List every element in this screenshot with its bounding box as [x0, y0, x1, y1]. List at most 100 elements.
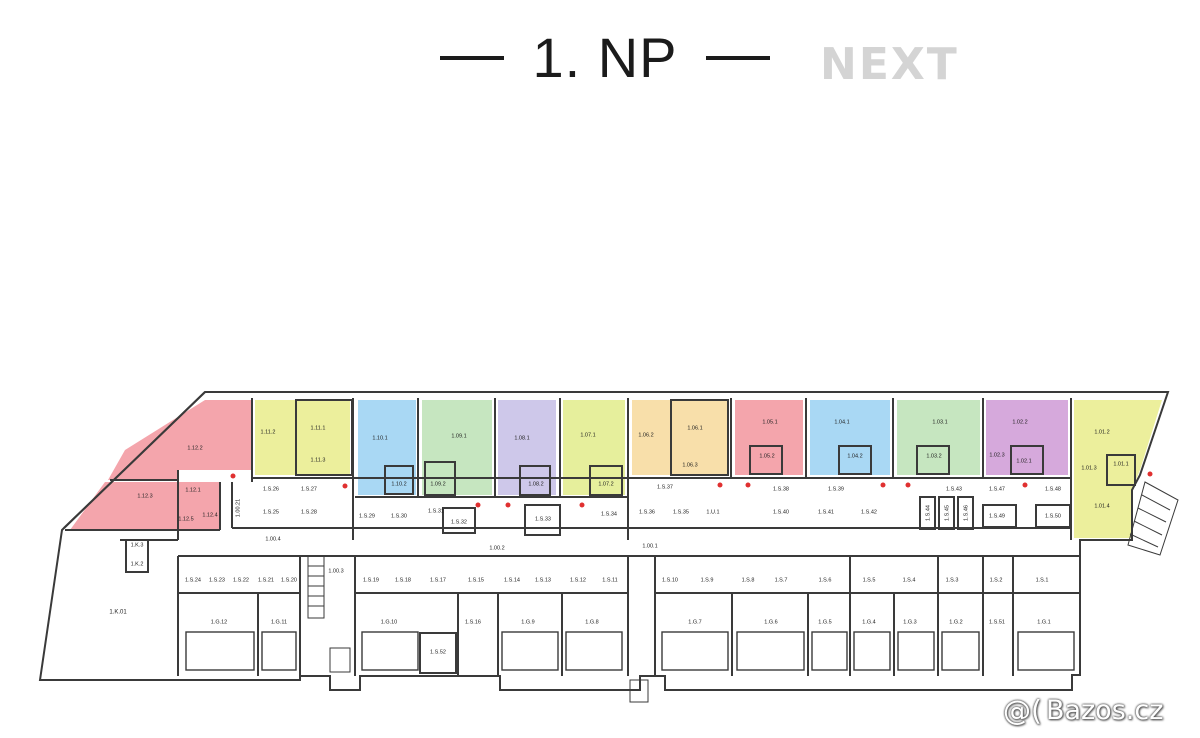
room-label: 1.S.1 — [1036, 577, 1049, 583]
room-label: 1.09.2 — [430, 481, 445, 487]
garage-door — [853, 631, 891, 671]
room-label: 1.00.3 — [328, 568, 343, 574]
door-mark — [717, 482, 723, 488]
room-label: 1.G.12 — [211, 619, 228, 625]
room-label: 1.11.2 — [261, 429, 276, 435]
room-label: 1.S.39 — [828, 486, 844, 492]
room-label: 1.G.5 — [818, 619, 831, 625]
garage-door — [1017, 631, 1075, 671]
room-label: 1.11.3 — [311, 457, 326, 463]
room-label: 1.02.2 — [1012, 419, 1027, 425]
room-label: 1.G.6 — [764, 619, 777, 625]
room-label: 1.K.3 — [131, 542, 144, 548]
room-label: 1.12.1 — [185, 487, 200, 493]
stair-step — [1129, 533, 1159, 548]
room-label: 1.S.25 — [263, 509, 279, 515]
apartment-09-fill — [422, 400, 492, 495]
room-label: 1.S.40 — [773, 509, 789, 515]
room-label: 1.S.45 — [944, 505, 950, 521]
watermark-text: Bazos.cz — [1045, 694, 1164, 726]
bathroom-wall — [424, 461, 456, 496]
room-label: 1.00.4 — [265, 536, 280, 542]
room-label: 1.S.49 — [989, 513, 1005, 519]
room-label: 1.S.46 — [963, 505, 969, 521]
apartment-10-fill — [358, 400, 416, 495]
room-label: 1.08.1 — [514, 435, 529, 441]
room-label: 1.S.44 — [925, 505, 931, 521]
room-label: 1.01.3 — [1081, 465, 1096, 471]
room-label: 1.S.2 — [990, 577, 1003, 583]
room-label: 1.11.1 — [311, 425, 326, 431]
room-label: 1.S.28 — [301, 509, 317, 515]
door-mark — [230, 473, 236, 479]
bathroom-wall — [1010, 445, 1044, 475]
apartment-07-fill — [563, 400, 625, 495]
room-label: 1.S.9 — [701, 577, 714, 583]
bathroom-wall — [838, 445, 872, 475]
title-dash-left — [440, 56, 504, 60]
room-label: 1.S.3 — [946, 577, 959, 583]
staircases — [307, 481, 1179, 703]
apartment-08-fill — [498, 400, 556, 495]
room-label: 1.06.1 — [687, 425, 702, 431]
garage-door — [565, 631, 623, 671]
door-mark — [1147, 471, 1153, 477]
apartment-12b-fill — [70, 482, 178, 530]
room-label: 1.S.33 — [535, 516, 551, 522]
bathroom-wall — [384, 465, 414, 495]
room-label: 1.02.3 — [989, 452, 1004, 458]
room-label: 1.S.34 — [601, 511, 617, 517]
room-label: 1.10.1 — [372, 435, 387, 441]
room-label: 1.S.29 — [359, 513, 375, 519]
room-label: 1.01.4 — [1094, 503, 1109, 509]
room-label: 1.04.2 — [847, 453, 862, 459]
room-label: 1.S.18 — [395, 577, 411, 583]
apartment-04-fill — [810, 400, 890, 475]
wall — [63, 391, 206, 529]
door-mark — [342, 483, 348, 489]
room-label: 1.S.22 — [233, 577, 249, 583]
room-label: 1.07.2 — [598, 481, 613, 487]
stair-step — [1141, 494, 1171, 511]
room-label: 1.12.2 — [187, 445, 202, 451]
storage-k3-wall — [125, 539, 149, 573]
room-label: 1.S.21 — [258, 577, 274, 583]
room-label: 1.07.1 — [580, 432, 595, 438]
stair-step — [1133, 520, 1163, 536]
room-label: 1.05.1 — [762, 419, 777, 425]
room-label: 1.00.2 — [489, 545, 504, 551]
walls — [38, 391, 1170, 691]
door-mark — [475, 502, 481, 508]
floor-title-text: 1. NP — [532, 26, 678, 89]
staircase-east — [1127, 481, 1179, 556]
room-label: 1.S.42 — [861, 509, 877, 515]
room-label: 1.S.52 — [430, 649, 446, 655]
room-label: 1.S.8 — [742, 577, 755, 583]
room-label: 1.05.2 — [759, 453, 774, 459]
room-label: 1.S.50 — [1045, 513, 1061, 519]
room-label: 1.12.3 — [137, 493, 152, 499]
room-label: 1.04.1 — [834, 419, 849, 425]
room-label: 1.S.5 — [863, 577, 876, 583]
room-label: 1.S.48 — [1045, 486, 1061, 492]
garage-door — [501, 631, 559, 671]
room-label: 1.S.43 — [946, 486, 962, 492]
title-dash-right — [706, 56, 770, 60]
room-label: 1.01.2 — [1094, 429, 1109, 435]
brand-logo-text: NEXT — [820, 39, 959, 86]
room-label: 1.12.5 — [178, 516, 193, 522]
door-mark — [905, 482, 911, 488]
room-labels: 1.12.2 1.12.3 1.12.1 1.12.5 1.12.4 1.11.… — [109, 419, 1128, 655]
room-label: 1.02.1 — [1016, 458, 1031, 464]
apartment-01-fill — [1074, 400, 1162, 538]
outer-wall — [38, 391, 1170, 691]
room-label: 1.S.12 — [570, 577, 586, 583]
room-label: 1.08.2 — [528, 481, 543, 487]
room-label: 1.S.30 — [391, 513, 407, 519]
room-label: 1.G.7 — [688, 619, 701, 625]
storage-s44-wall — [919, 496, 936, 530]
room-label: 1.S.19 — [363, 577, 379, 583]
apartment-02-fill — [986, 400, 1068, 475]
door-mark — [745, 482, 751, 488]
